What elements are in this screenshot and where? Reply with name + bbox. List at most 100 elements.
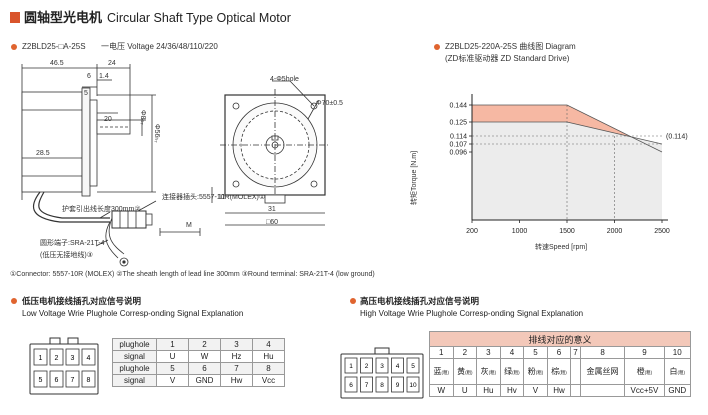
pin-number: 5 (523, 346, 548, 359)
connector-pin (391, 357, 404, 374)
wire-color: 绿(粗) (499, 358, 525, 385)
pin-number: 7 (570, 346, 581, 359)
connector-pin-label: 8 (380, 382, 384, 389)
connector-pin-label: 5 (39, 377, 43, 384)
pin-number: 10 (663, 346, 692, 359)
wire-signal (579, 384, 626, 397)
pin-number: 8 (579, 346, 626, 359)
dim-28-5: 28.5 (36, 150, 50, 157)
pin-number: 3 (476, 346, 501, 359)
y-tick-label: 0.144 (449, 103, 467, 110)
title-marker (10, 12, 20, 23)
dim-24: 24 (108, 60, 116, 67)
connector-pin-label: 1 (39, 355, 43, 362)
table-cell: 5 (156, 362, 189, 375)
connector-pin (65, 370, 80, 388)
wire-signal: Hw (546, 384, 572, 397)
motor-side-drawing (21, 64, 201, 267)
callout-connector: 连接器插头:5557-10R(MOLEX)① (162, 194, 266, 201)
connector-pin-label: 2 (55, 355, 59, 362)
footnote: ①Connector: 5557-10R (MOLEX) ②The sheath… (10, 271, 375, 278)
connector-pin (81, 348, 96, 366)
callout-terminal-ground: (低压无接地线)③ (40, 252, 93, 259)
dim-shaft: Φ8ₕ₇ (139, 110, 146, 125)
wire-color: 橙(粗) (624, 358, 665, 385)
connector-pin (406, 357, 420, 374)
connector-pin (391, 376, 404, 393)
wire-color (570, 358, 581, 385)
connector-pin (65, 348, 80, 366)
wire-color-sub: (粗) (559, 370, 567, 375)
table-cell: 2 (188, 338, 221, 351)
x-tick-label: 2500 (654, 228, 670, 235)
low-voltage-subtitle: Low Voltage Wrie Plughole Corresp-onding… (22, 309, 244, 318)
x-tick-label: 2000 (607, 228, 623, 235)
connector-pin (33, 348, 48, 366)
connector-pin-label: 2 (365, 363, 369, 370)
wire-color-sub: (粗) (535, 370, 544, 375)
connector-pin-label: 7 (365, 382, 369, 389)
dim-boss: Φ56ₕ₇ (153, 124, 160, 143)
dim-31: 31 (268, 206, 276, 213)
wire-signal: Hv (499, 384, 525, 397)
connector-pin (375, 357, 389, 374)
peak-region (472, 105, 662, 152)
wire-color-sub: (粗) (512, 370, 520, 375)
connector-pin-label: 8 (87, 377, 91, 384)
table-cell: V (156, 374, 189, 387)
wire-color-sub: (粗) (488, 370, 497, 375)
dim-20: 20 (104, 116, 112, 123)
x-tick-label: 1000 (512, 228, 528, 235)
connector-pin-label: 5 (411, 363, 415, 370)
pin-number: 2 (452, 346, 478, 359)
dim-6: 6 (87, 73, 91, 80)
table-cell: 3 (220, 338, 253, 351)
dim-11: 11 (218, 194, 226, 201)
wire-signal: GND (663, 384, 692, 397)
y-tick-label: 0.096 (449, 150, 467, 157)
dim-1-4: 1.4 (99, 73, 109, 80)
connector-pin (344, 357, 358, 374)
table-cell: Vcc (252, 374, 285, 387)
pin-number: 9 (624, 346, 665, 359)
table-row: 排线对应的意义 (429, 331, 691, 347)
connector-pin (49, 370, 64, 388)
connector-pin (375, 376, 389, 393)
connector-pin (81, 370, 96, 388)
wire-color: 粉(粗) (523, 358, 548, 385)
connector-pin-label: 4 (87, 355, 91, 362)
row-header: signal (112, 374, 157, 387)
callout-terminal: 圆形端子:SRA-21T-4 (40, 240, 105, 247)
model-left-label: Z2BLD25-□A-25S (22, 42, 86, 51)
table-cell: Hu (252, 350, 285, 363)
wire-color-sub: (粗) (677, 370, 686, 375)
wire-color: 灰(粗) (476, 358, 501, 385)
wire-color: 黄(粗) (452, 358, 478, 385)
title-en: Circular Shaft Type Optical Motor (107, 11, 291, 25)
pin-number: 1 (429, 346, 454, 359)
callout-sheath: 护套引出线长度300mm② (62, 206, 141, 213)
connector-pin-label: 9 (396, 382, 400, 389)
chart-ylabel: 转矩Torque [N.m] (411, 150, 418, 205)
row-header: signal (112, 350, 157, 363)
motor-front-drawing (211, 80, 330, 226)
x-tick-label: 200 (466, 228, 478, 235)
wire-color-sub: (粗) (441, 370, 450, 375)
table-cell: 4 (252, 338, 285, 351)
dim-46-5: 46.5 (50, 60, 64, 67)
bullet-dot (11, 298, 17, 304)
chart-title: Z2BLD25-220A-25S 曲线图 Diagram (445, 42, 576, 51)
wire-signal: W (429, 384, 454, 397)
y-tick-label: 0.114 (450, 134, 467, 141)
table-cell: GND (188, 374, 221, 387)
dim-60: □60 (266, 219, 279, 226)
